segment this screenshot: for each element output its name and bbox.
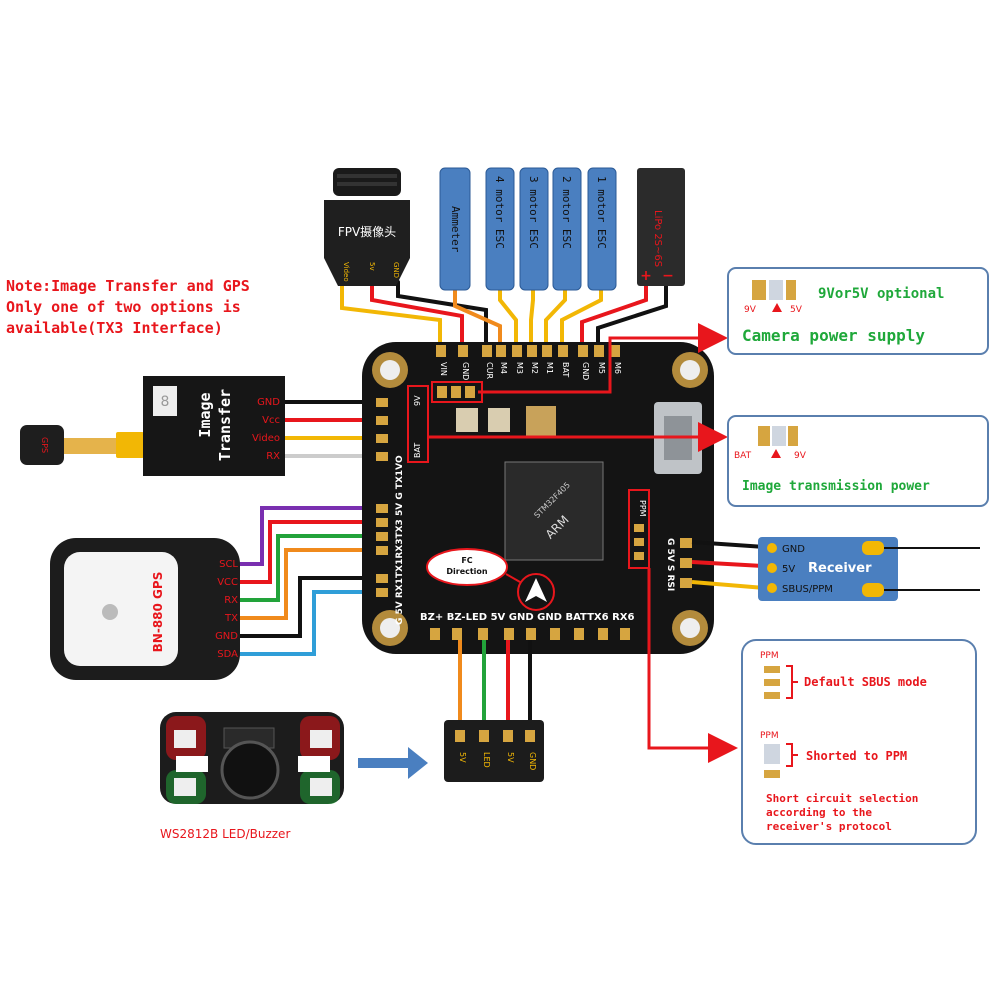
board-pin-m2: M2	[530, 362, 539, 374]
camera-power-pad-right: 5V	[790, 305, 803, 315]
gps-antenna-label: GPS	[40, 437, 49, 453]
camera-power-title: 9Vor5V optional	[818, 286, 944, 302]
lipo-battery: LiPo 2S~6S + −	[637, 168, 685, 286]
image-transfer-pin-gnd: GND	[257, 397, 280, 408]
ppm-note-line-3: receiver's protocol	[766, 820, 892, 833]
ppm-info-box: PPM Default SBUS mode PPM Shorted to PPM…	[741, 639, 977, 845]
note: Note:Image Transfer and GPS Only one of …	[6, 277, 250, 337]
ppm-label-bottom: PPM	[760, 731, 779, 741]
note-line-1: Note:Image Transfer and GPS	[6, 277, 250, 295]
buzzer-module: WS2812B LED/Buzzer	[160, 712, 344, 841]
buzzer-icon	[220, 740, 280, 800]
image-transfer-pin-vcc: Vcc	[262, 415, 280, 426]
board-pin-gnd1: GND	[461, 362, 470, 380]
esc-3-label: 3 motor ESC	[527, 176, 540, 249]
receiver-pin-sbus: SBUS/PPM	[782, 584, 833, 595]
ppm-default-text: Default SBUS mode	[804, 675, 927, 689]
image-transfer-pin-rx: RX	[266, 451, 280, 462]
image-tx-power-box: BAT 9V Image transmission power	[727, 415, 989, 507]
receiver-title: Receiver	[808, 561, 872, 576]
board-pin-m4: M4	[499, 362, 508, 374]
image-tx-triangle-icon	[771, 449, 781, 458]
board-pin-gnd2: GND	[581, 362, 590, 380]
camera-label: FPV摄像头	[338, 224, 396, 239]
image-transfer-pin-video: Video	[252, 433, 280, 444]
right-arrow-icon	[358, 747, 428, 779]
buzzer-pin-led: LED	[482, 752, 491, 768]
camera-power-triangle-icon	[772, 303, 782, 312]
lipo-plus: +	[640, 268, 652, 284]
gps-pin-gnd: GND	[215, 631, 238, 642]
fc-direction-arrow-icon	[525, 578, 547, 602]
gps-pin-vcc: VCC	[217, 577, 238, 588]
image-transfer-label-2: Transfer	[216, 389, 234, 461]
ppm-label-top: PPM	[760, 651, 779, 661]
board-pin-vin: VIN	[439, 362, 448, 376]
ppm-note-line-2: according to the	[766, 806, 872, 819]
lipo-label: LiPo 2S~6S	[652, 210, 663, 267]
top-wires	[340, 280, 668, 349]
board-pin-m1: M1	[545, 362, 554, 374]
board-pin-m6: M6	[613, 362, 622, 374]
gps-pin-scl: SCL	[219, 559, 238, 570]
camera-pin-gnd: GND	[392, 262, 400, 278]
image-tx-caption: Image transmission power	[742, 479, 930, 494]
ppm-note-line-1: Short circuit selection	[766, 792, 918, 805]
fc-direction-label-2: Direction	[446, 567, 488, 576]
receiver-pin-5v: 5V	[782, 564, 795, 575]
note-line-2: Only one of two options is	[6, 298, 241, 316]
board-left-pins: G 5V RX1TX1RX3TX3 5V G TX1VO	[395, 455, 405, 625]
buzzer-pin-5v-2: 5V	[506, 752, 515, 763]
board-pin-m3: M3	[515, 362, 524, 374]
image-transfer-label-1: Image	[196, 392, 214, 437]
camera-power-pad-left: 9V	[744, 305, 757, 315]
fc-direction-label-1: FC	[461, 556, 472, 565]
board-pin-bat: BAT	[561, 362, 570, 377]
board-jumper-9v: 9V	[413, 395, 422, 406]
board-right-pins: G 5V S RSI	[665, 538, 675, 591]
camera-pin-5v: 5v	[368, 262, 376, 271]
esc-2-label: 2 motor ESC	[560, 176, 573, 249]
flight-controller-board: VIN GND CUR M4 M3 M2 M1 BAT GND M5 M6 G …	[362, 342, 714, 654]
esc-1-label: 1 motor ESC	[595, 176, 608, 249]
image-tx-pad-right: 9V	[794, 451, 807, 461]
note-line-3: available(TX3 Interface)	[6, 319, 223, 337]
gps-pin-rx: RX	[224, 595, 238, 606]
receiver: GND 5V SBUS/PPM Receiver	[691, 537, 980, 601]
board-pin-cur: CUR	[485, 362, 494, 379]
buzzer-pin-5v: 5V	[458, 752, 467, 763]
camera-power-box: 9V 5V 9Vor5V optional Camera power suppl…	[727, 267, 989, 355]
board-ppm: PPM	[638, 500, 647, 517]
receiver-pin-gnd: GND	[782, 544, 805, 555]
board-pin-m5: M5	[597, 362, 606, 374]
fpv-camera: FPV摄像头 Video 5v GND	[324, 168, 410, 286]
esc-4-label: 4 motor ESC	[493, 176, 506, 249]
buzzer-label: WS2812B LED/Buzzer	[160, 827, 290, 841]
image-transfer-module: GPS 8 Image Transfer GND Vcc Video RX	[20, 376, 285, 476]
camera-power-caption: Camera power supply	[742, 326, 925, 345]
camera-pin-video: Video	[342, 262, 350, 282]
buzzer-connector: 5V LED 5V GND	[444, 720, 544, 782]
callout-arrows	[428, 323, 738, 763]
gps-module: BN-880 GPS SCL VCC RX TX GND SDA	[50, 538, 240, 680]
svg-text:8: 8	[161, 394, 170, 410]
gps-pin-sda: SDA	[217, 649, 238, 660]
image-tx-pad-left: BAT	[734, 451, 752, 461]
top-connectors: Ammeter 4 motor ESC 3 motor ESC 2 motor …	[439, 167, 617, 291]
board-jumper-bat: BAT	[413, 443, 422, 458]
ppm-shorted-text: Shorted to PPM	[806, 749, 907, 763]
lipo-minus: −	[662, 268, 674, 284]
gps-pin-tx: TX	[224, 613, 238, 624]
gps-label: BN-880 GPS	[151, 572, 165, 653]
board-bottom-pins: BZ+ BZ-LED 5V GND GND BATTX6 RX6	[420, 612, 634, 623]
buzzer-pin-gnd: GND	[528, 752, 537, 770]
ammeter-label: Ammeter	[449, 206, 462, 253]
